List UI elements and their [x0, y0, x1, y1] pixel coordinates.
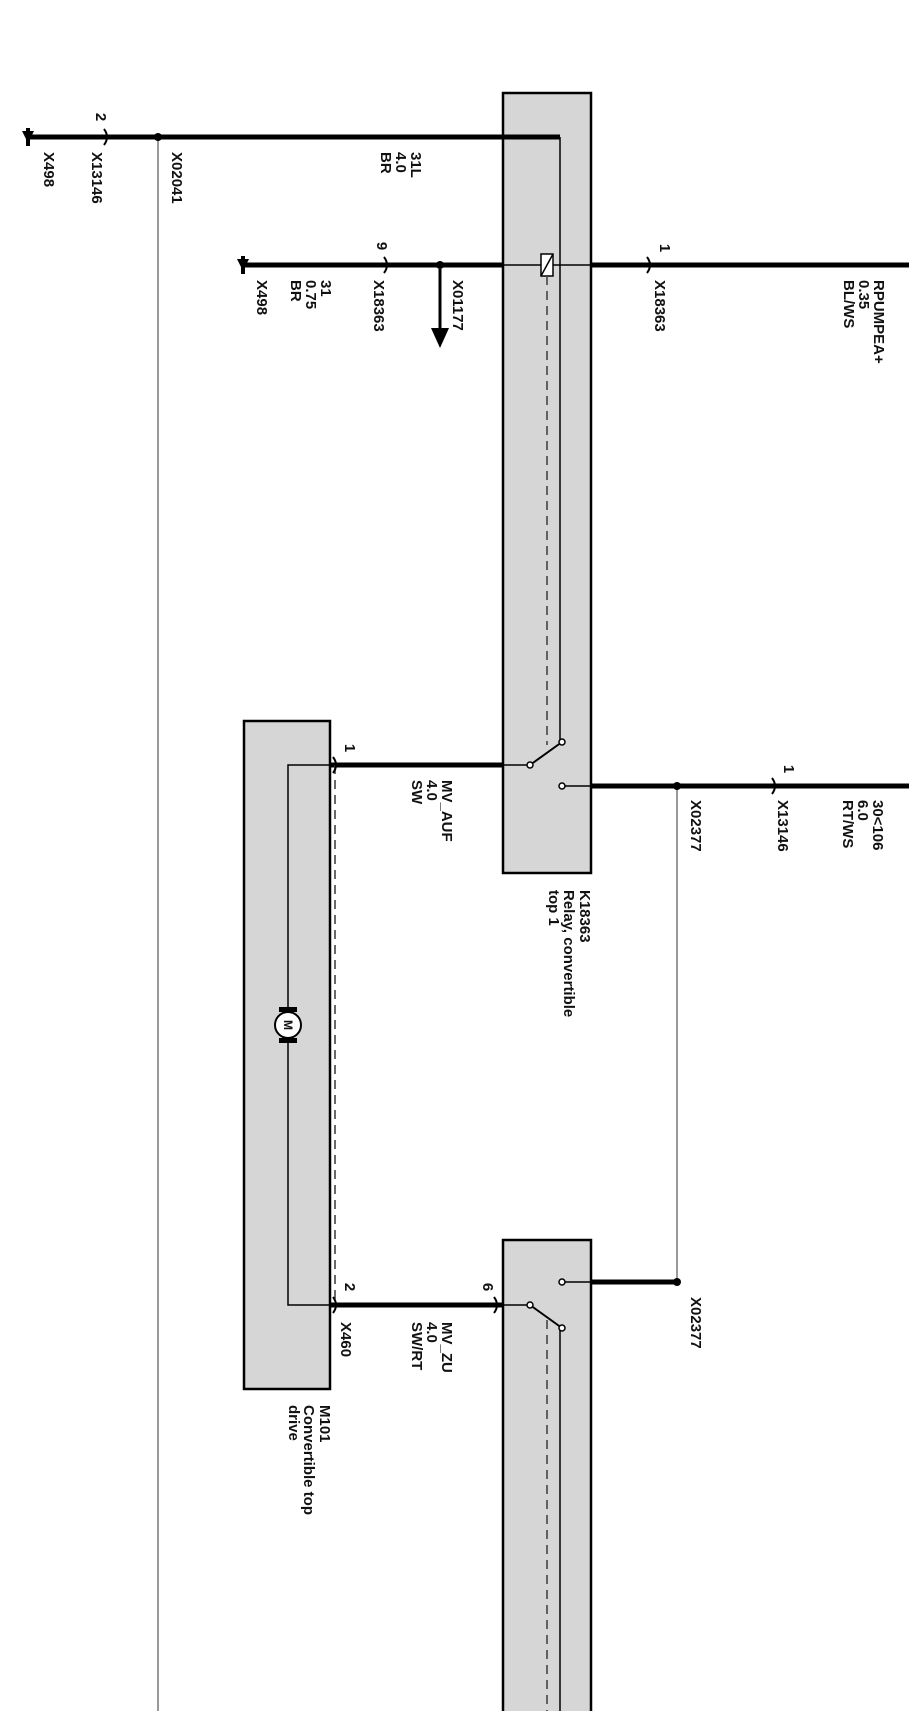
label-x498-mid: X498 — [253, 280, 270, 315]
wire-label-30: 30<106 6.0 RT/WS — [839, 800, 886, 850]
connector-x18363-a-icon — [383, 256, 388, 274]
switch-pivot — [526, 761, 534, 769]
connector-x13146-top-icon — [103, 128, 108, 146]
label-x498-top: X498 — [40, 152, 57, 187]
relay2-switch-arm — [529, 1304, 563, 1329]
relay-k18363-label: K18363 Relay, convertible top 1 — [545, 890, 593, 1017]
wire-mv-auf-name: MV_AUF — [438, 780, 455, 842]
wire-30-name: 30<106 — [869, 800, 886, 850]
motor-symbol: M — [281, 1020, 295, 1030]
wire-mv-zu-color: SW/RT — [408, 1322, 425, 1370]
switch-arm — [529, 741, 563, 766]
label-x01177: X01177 — [449, 280, 466, 331]
relay-coil-slash — [540, 253, 554, 277]
ground-bar-mid-icon — [241, 256, 245, 274]
relay-k18363-box[interactable] — [501, 91, 593, 875]
wire-31-name: 31 — [317, 280, 334, 297]
wire-31-color: BR — [287, 280, 304, 302]
pin-2-top: 2 — [92, 113, 109, 121]
wire-mv-zu-size: 4.0 — [423, 1322, 440, 1343]
label-x18363-a: X18363 — [370, 280, 387, 332]
connector-x13146-mid-icon — [771, 777, 776, 795]
wire-rpumpea-size: 0.35 — [855, 280, 872, 309]
wire-31l-name: 31L — [407, 152, 424, 178]
wire-rpumpea-color: BL/WS — [840, 280, 857, 328]
pin-1-mid: 1 — [780, 765, 797, 773]
label-x02041: X02041 — [168, 152, 185, 204]
label-x460: X460 — [337, 1322, 354, 1357]
relay-k18363-id: K18363 — [576, 890, 593, 943]
wire-31-size: 0.75 — [302, 280, 319, 309]
wire-30-color: RT/WS — [839, 800, 856, 848]
label-x13146-mid: X13146 — [774, 800, 791, 852]
connector-x460-icon — [332, 1296, 337, 1314]
motor-brush-top — [279, 1007, 297, 1012]
splice-x02377-icon — [673, 782, 681, 790]
relay-k18363-name-1: Relay, convertible — [560, 890, 577, 1017]
pin-1-motor: 1 — [341, 744, 358, 752]
wire-31l-color: BR — [377, 152, 394, 174]
relay2-switch-pivot — [526, 1301, 534, 1309]
switch-contact-1 — [558, 738, 566, 746]
pin-1-top: 1 — [656, 244, 673, 252]
wire-label-rpumpea: RPUMPEA+ 0.35 BL/WS — [840, 280, 887, 364]
wire-mv-auf-size: 4.0 — [423, 780, 440, 801]
connector-x18363-b-icon — [646, 256, 651, 274]
pin-6: 6 — [479, 1283, 496, 1291]
splice-x01177-icon — [436, 261, 444, 269]
connector-pin6-icon — [493, 1296, 498, 1314]
connector-motor-pin1-icon — [332, 756, 337, 774]
splice-x02377-lower-icon — [673, 1278, 681, 1286]
wire-label-mv-zu: MV_ZU 4.0 SW/RT — [408, 1322, 455, 1373]
relay-k18363-name-2: top 1 — [545, 890, 562, 926]
pin-9: 9 — [373, 242, 390, 250]
motor-m101-label: M101 Convertible top drive — [285, 1405, 333, 1515]
wire-30-size: 6.0 — [854, 800, 871, 821]
ground-bar-top-icon — [26, 128, 30, 146]
wire-label-31: 31 0.75 BR — [287, 280, 334, 309]
motor-m101-name-1: Convertible top — [300, 1405, 317, 1515]
motor-m101-box[interactable] — [242, 719, 332, 1391]
label-x13146-top: X13146 — [88, 152, 105, 204]
label-x18363-b: X18363 — [651, 280, 668, 332]
wire-31l-size: 4.0 — [392, 152, 409, 173]
motor-m101-id: M101 — [316, 1405, 333, 1443]
switch-contact-2 — [558, 782, 566, 790]
arrow-down-icon — [431, 328, 449, 348]
wire-label-mv-auf: MV_AUF 4.0 SW — [408, 780, 455, 842]
relay2-switch-contact-2 — [558, 1278, 566, 1286]
label-x02377-lower: X02377 — [687, 1297, 704, 1349]
wire-mv-zu-name: MV_ZU — [438, 1322, 455, 1373]
motor-brush-bottom — [279, 1038, 297, 1043]
splice-x02041-icon — [154, 133, 162, 141]
wire-label-31l: 31L 4.0 BR — [377, 152, 424, 178]
motor-m101-name-2: drive — [285, 1405, 302, 1441]
relay2-switch-contact-1 — [558, 1324, 566, 1332]
wire-mv-auf-color: SW — [408, 780, 425, 805]
pin-2-motor: 2 — [341, 1283, 358, 1291]
label-x02377-mid: X02377 — [687, 800, 704, 852]
wire-rpumpea-name: RPUMPEA+ — [870, 280, 887, 364]
